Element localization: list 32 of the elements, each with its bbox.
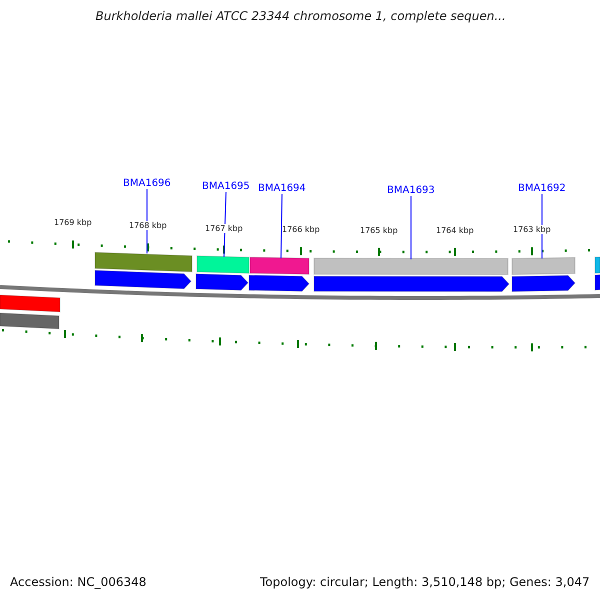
gene-bar [594, 256, 600, 274]
gene-bar [512, 257, 576, 275]
scale-label: 1767 kbp [205, 224, 243, 233]
gene-feature [94, 270, 192, 290]
title: Burkholderia mallei ATCC 23344 chromosome 1, complete sequen... [96, 9, 506, 23]
accession-text: Accession: NC_006348 [10, 575, 146, 589]
gene-bar [94, 252, 192, 272]
leader-line [224, 192, 226, 258]
gene-bar [314, 258, 508, 275]
gene-label: BMA1696 [123, 178, 171, 189]
gene-label: BMA1692 [518, 183, 566, 194]
gene-bar [0, 312, 60, 330]
gene-feature [512, 275, 576, 292]
leader-line [410, 196, 412, 260]
leader-line [146, 188, 148, 254]
scale-label: 1765 kbp [360, 226, 398, 235]
gene-feature [594, 274, 600, 291]
gene-label: BMA1695 [202, 181, 250, 192]
scale-label: 1766 kbp [282, 225, 320, 234]
leader-line [280, 194, 282, 259]
gene-label: BMA1693 [387, 185, 435, 196]
gene-bar [196, 255, 250, 274]
scale-label: 1768 kbp [129, 221, 167, 230]
gene-label: BMA1694 [258, 183, 306, 194]
gene-feature [196, 273, 249, 291]
scale-label: 1763 kbp [513, 225, 551, 234]
scale-label: 1769 kbp [54, 218, 92, 228]
gene-bar [250, 256, 310, 275]
scale-label: 1764 kbp [436, 226, 474, 235]
gene-feature [248, 274, 310, 292]
gene-bar [0, 294, 60, 312]
summary-text: Topology: circular; Length: 3,510,148 bp; Genes: 3,047 [260, 575, 590, 589]
